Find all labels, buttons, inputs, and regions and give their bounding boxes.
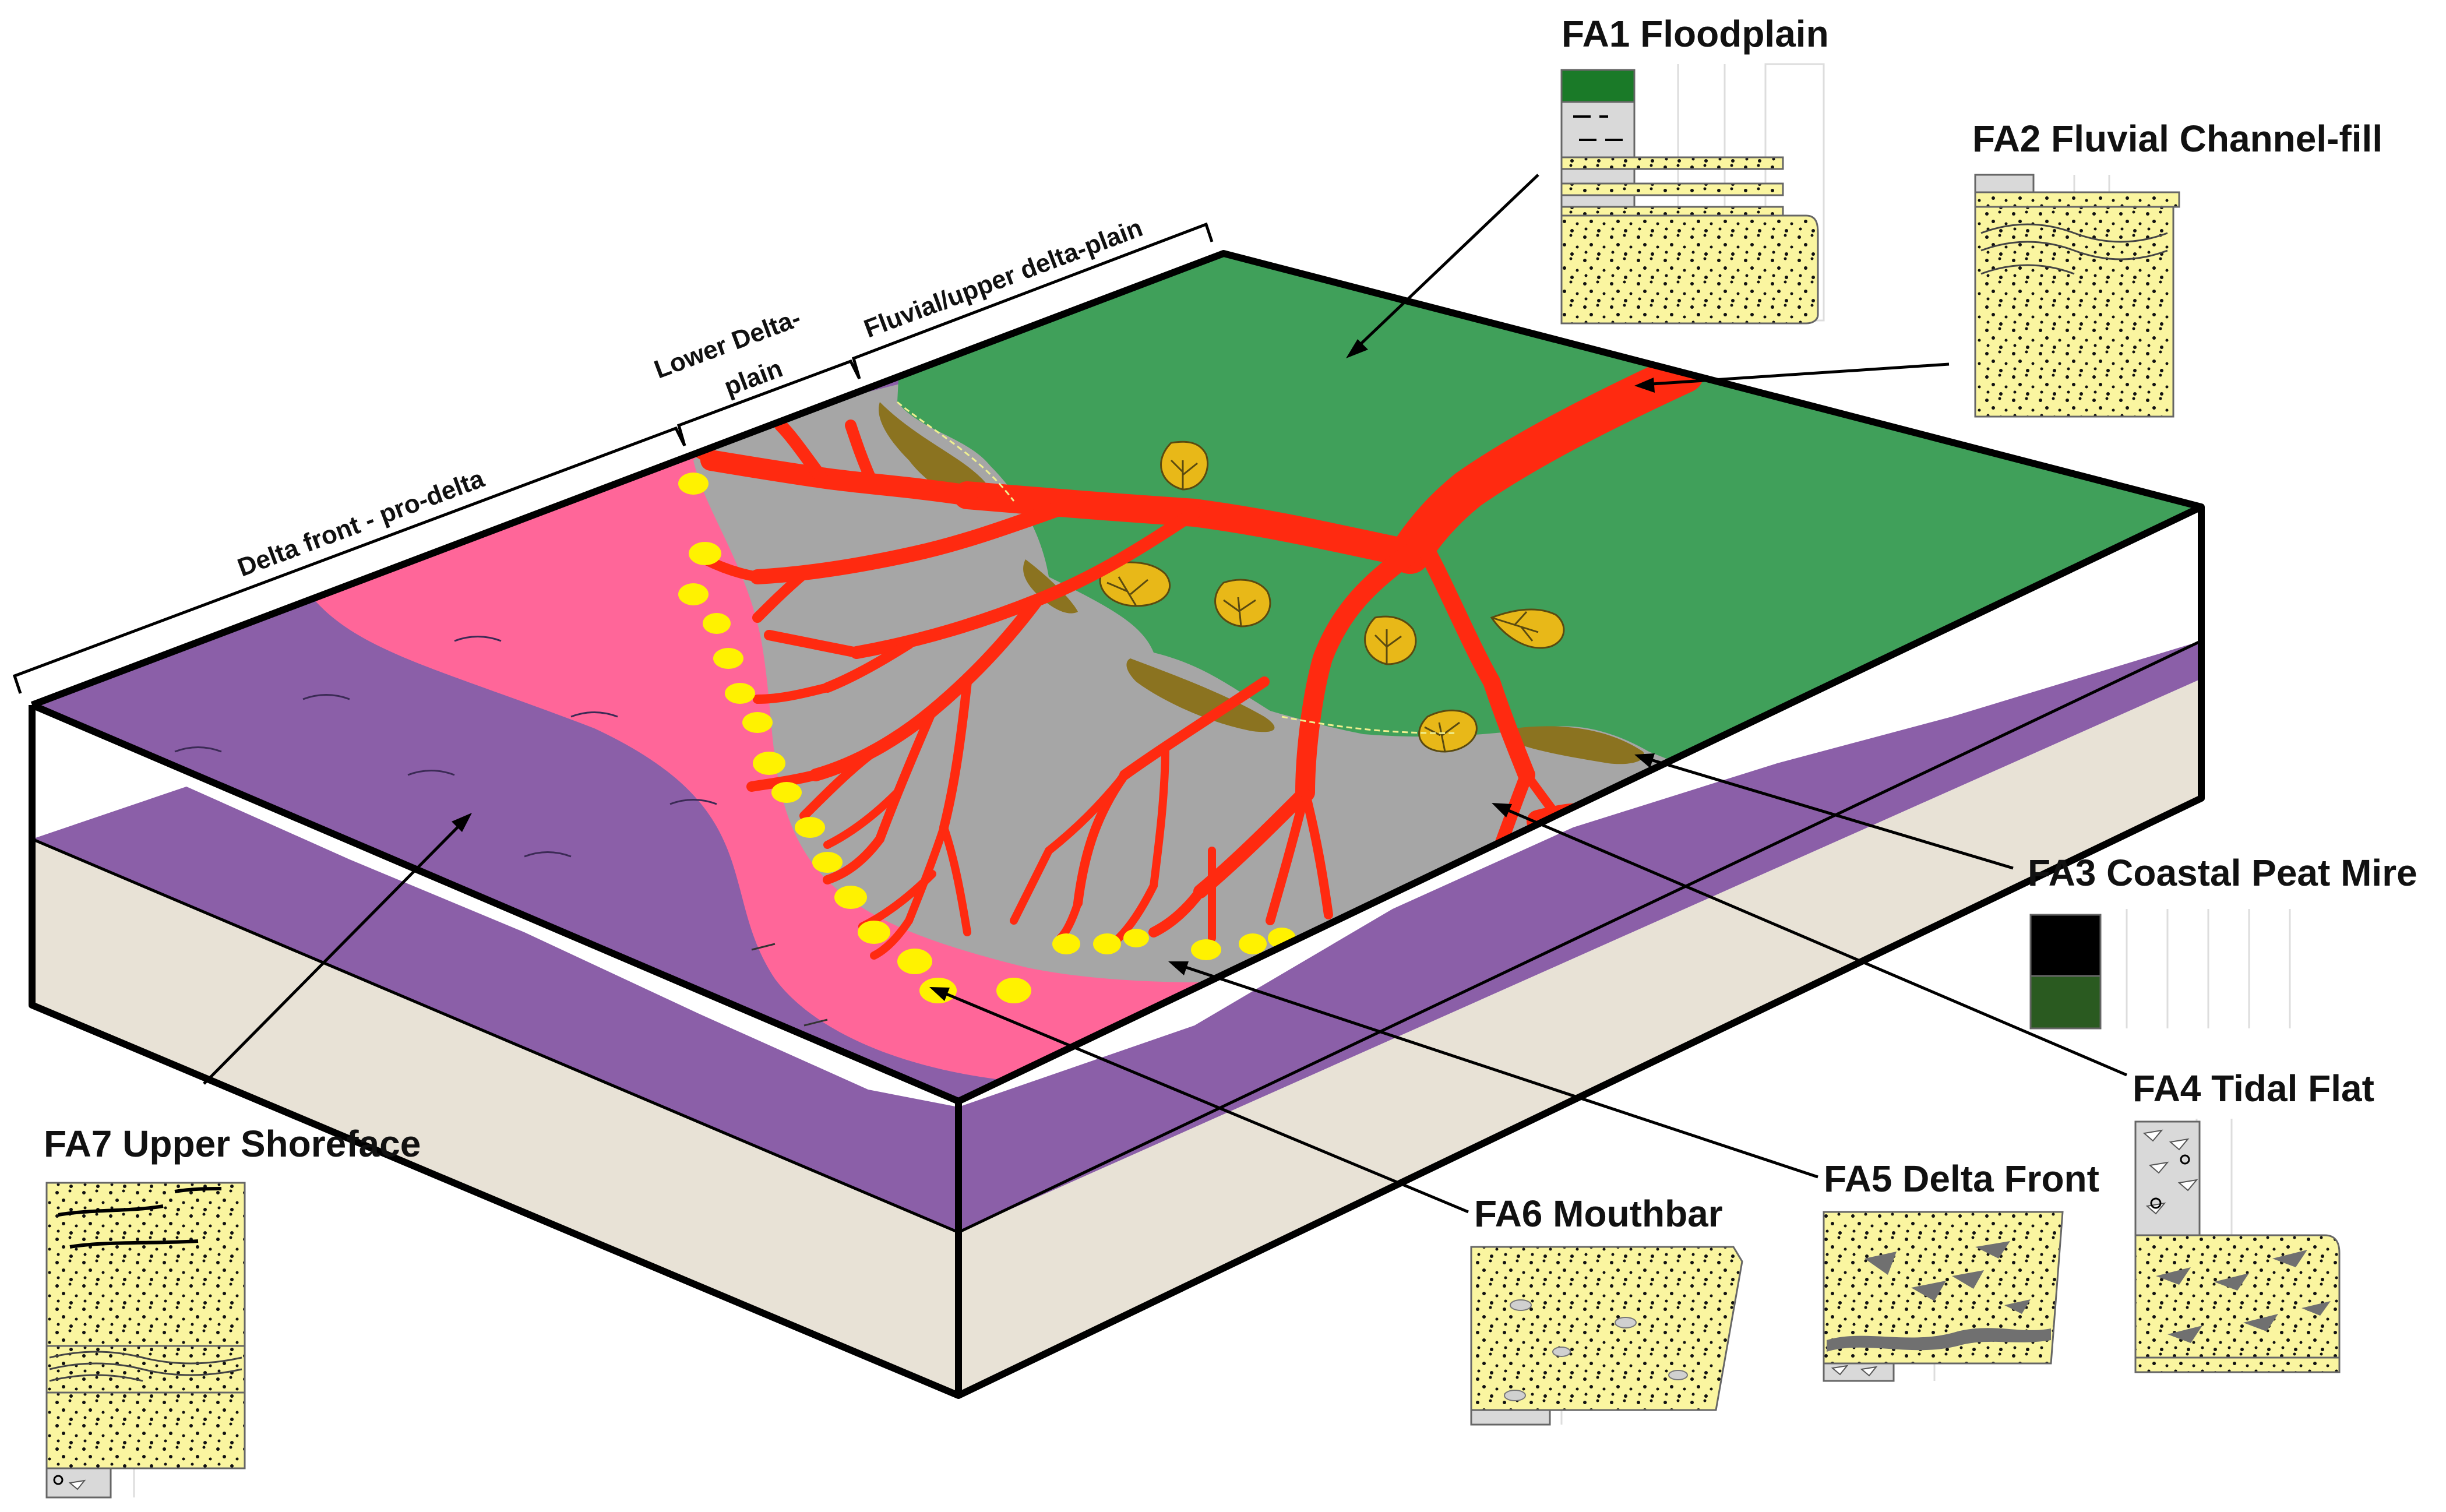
- block-outline: [29, 250, 2205, 1399]
- peat-mire-patches: [879, 402, 1713, 884]
- log-column-fa7: [45, 1182, 246, 1499]
- basement-front-face: [32, 839, 958, 1395]
- facies-label-fa4: FA4 Tidal Flat: [2133, 1067, 2374, 1109]
- facies-label-fa6: FA6 Mouthbar: [1474, 1193, 1723, 1235]
- front-face-strata-top: [31, 837, 959, 1234]
- log-column-fa1: [1560, 63, 1825, 325]
- log-column-fa4: [2134, 1119, 2341, 1373]
- facies-boundary-lines: [897, 401, 1457, 734]
- front-face-shoreface-strata: [32, 787, 958, 1232]
- facies-labels: FA1 Floodplain FA2 Fluvial Channel-fill …: [44, 13, 2417, 1235]
- log-column-fa3: [2029, 909, 2291, 1030]
- log-column-fa2: [1974, 174, 2180, 418]
- facies-label-fa7: FA7 Upper Shoreface: [44, 1123, 421, 1165]
- crevasse-splays: [1099, 440, 1565, 753]
- facies-label-fa1: FA1 Floodplain: [1562, 13, 1829, 55]
- leader-arrows: [203, 174, 2127, 1214]
- right-face-strata-top: [957, 639, 2202, 1234]
- facies-label-fa3: FA3 Coastal Peat Mire: [2028, 852, 2417, 894]
- facies-label-fa5: FA5 Delta Front: [1824, 1158, 2099, 1200]
- zone-label-lower-delta-plain-2: plain: [720, 354, 786, 402]
- mouthbar-deposits: [654, 431, 1296, 1003]
- log-column-fa6: [1470, 1246, 1743, 1426]
- facies-label-fa2: FA2 Fluvial Channel-fill: [1972, 118, 2382, 160]
- log-column-fa5: [1823, 1211, 2064, 1382]
- basement-right-face: [958, 641, 2201, 1395]
